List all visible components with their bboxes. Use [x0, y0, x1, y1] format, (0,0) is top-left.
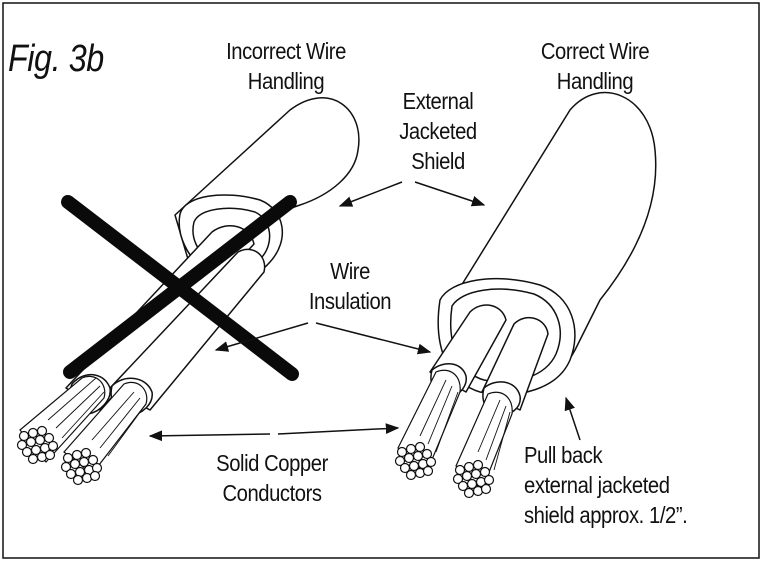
callout-arrows	[148, 181, 581, 442]
correct-conductors	[394, 369, 513, 499]
shield-label-line3: Shield	[411, 148, 465, 174]
conductor-arrow-left	[148, 430, 271, 442]
pullback-note: Pull back external jacketed shield appro…	[524, 440, 688, 530]
correct-strand-bundle-1	[394, 441, 437, 481]
insulation-label-line2: Insulation	[308, 288, 392, 314]
shield-arrow-left	[338, 181, 403, 207]
conductor-label-line2: Conductors	[222, 480, 322, 506]
incorrect-strand-bundle-1	[16, 425, 59, 465]
conductor-label-line1: Solid Copper	[216, 450, 328, 476]
correct-heading: Correct Wire Handling	[520, 36, 670, 96]
shield-label: External Jacketed Shield	[385, 86, 491, 176]
conductor-arrow-right	[277, 423, 400, 435]
correct-heading-line1: Correct Wire	[540, 38, 650, 64]
incorrect-heading-line1: Incorrect Wire	[226, 38, 346, 64]
insulation-label: Wire Insulation	[297, 256, 403, 316]
conductor-label: Solid Copper Conductors	[202, 448, 343, 508]
incorrect-wire-lower	[109, 248, 266, 411]
shield-label-line1: External	[402, 88, 474, 114]
figure-number: Fig. 3b	[8, 38, 104, 80]
pullback-note-line1: Pull back	[524, 442, 603, 468]
wrong-cross-icon	[61, 195, 299, 381]
pullback-arrow	[564, 396, 581, 441]
incorrect-heading: Incorrect Wire Handling	[207, 36, 365, 96]
correct-heading-line2: Handling	[556, 68, 634, 94]
incorrect-conductors	[16, 375, 148, 486]
shield-label-line2: Jacketed	[399, 118, 477, 144]
correct-strand-bundle-2	[452, 459, 495, 499]
insulation-arrow-right	[315, 322, 432, 355]
insulation-arrow-left	[214, 322, 309, 352]
incorrect-heading-line2: Handling	[247, 68, 325, 94]
incorrect-strand-bundle-2	[60, 447, 103, 486]
insulation-label-line1: Wire	[330, 258, 370, 284]
shield-arrow-right	[414, 181, 486, 207]
pullback-note-line3: shield approx. 1/2”.	[524, 502, 688, 528]
pullback-note-line2: external jacketed	[524, 472, 670, 498]
